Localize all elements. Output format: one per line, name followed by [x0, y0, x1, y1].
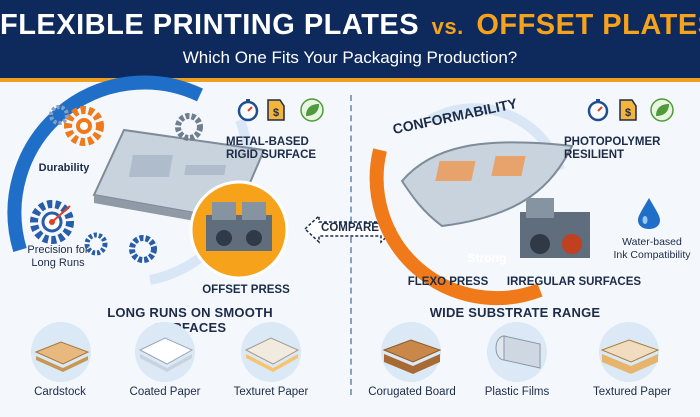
- label-plastic-films: Plastic Films: [484, 386, 550, 398]
- gear-blue-small-icon: [84, 232, 108, 256]
- price-tag-right-icon: $: [619, 99, 637, 121]
- label-corrugated-board: Corugated Board: [368, 386, 456, 398]
- flexo-plate: [400, 141, 574, 228]
- svg-text:$: $: [625, 107, 631, 119]
- plastic-films-icon: [487, 322, 547, 382]
- texturet-paper-icon: [241, 322, 301, 382]
- title-vs: vs.: [431, 14, 464, 39]
- compare-label: COMPARE: [321, 222, 379, 234]
- label-durability: Durability: [38, 162, 90, 174]
- gear-blue-mid-icon: [129, 235, 157, 263]
- label-photopolymer: PHOTOPOLYMER RESILIENT: [564, 136, 661, 161]
- stopwatch-icon: [237, 99, 259, 122]
- title-flexible: FLEXIBLE PRINTING PLATES: [0, 9, 420, 41]
- offset-press-badge: [189, 180, 289, 280]
- label-texturet-paper: Texturet Paper: [233, 386, 309, 398]
- corrugated-board-icon: [381, 322, 442, 382]
- price-tag-icon: $: [267, 99, 285, 121]
- center-divider: [350, 95, 352, 395]
- leaf-right-icon: [650, 98, 674, 122]
- water-drop-icon: [638, 198, 660, 229]
- label-strong: Strong: [467, 251, 507, 265]
- cardstock-icon: [31, 322, 91, 382]
- label-irregular-surfaces: IRREGULAR SURFACES: [506, 276, 642, 288]
- textured-paper-icon: [599, 322, 660, 382]
- gear-gray-icon: [175, 113, 203, 141]
- stopwatch-right-icon: [587, 99, 609, 122]
- label-metal-based: METAL-BASED RIGID SURFACE: [226, 136, 317, 161]
- coated-paper-icon: [135, 322, 195, 382]
- gear-small-icon: [49, 105, 69, 125]
- title-offset: OFFSET PLATES: [476, 9, 700, 41]
- label-textured-paper: Textured Paper: [593, 386, 671, 398]
- section-wide-substrate: WIDE SUBSTRATE RANGE: [429, 305, 601, 320]
- gear-orange-icon: [64, 106, 104, 146]
- label-cardstock: Cardstock: [34, 386, 86, 398]
- label-offset-press: OFFSET PRESS: [202, 284, 290, 296]
- label-precision: Precision for Long Runs: [27, 244, 89, 269]
- label-coated-paper: Coated Paper: [129, 386, 201, 398]
- leaf-icon: [300, 98, 324, 122]
- header-banner: FLEXIBLE PRINTING PLATES vs. OFFSET PLAT…: [0, 0, 700, 82]
- svg-text:$: $: [273, 107, 279, 119]
- flexo-press-machine: [520, 198, 590, 258]
- label-flexo-press: FLEXO PRESS: [407, 276, 489, 288]
- target-gear-icon: [30, 200, 74, 244]
- label-water-based: Water-based Ink Compatibility: [613, 236, 691, 261]
- main-title: FLEXIBLE PRINTING PLATES vs. OFFSET PLAT…: [0, 8, 700, 44]
- subtitle: Which One Fits Your Packaging Production…: [182, 48, 518, 67]
